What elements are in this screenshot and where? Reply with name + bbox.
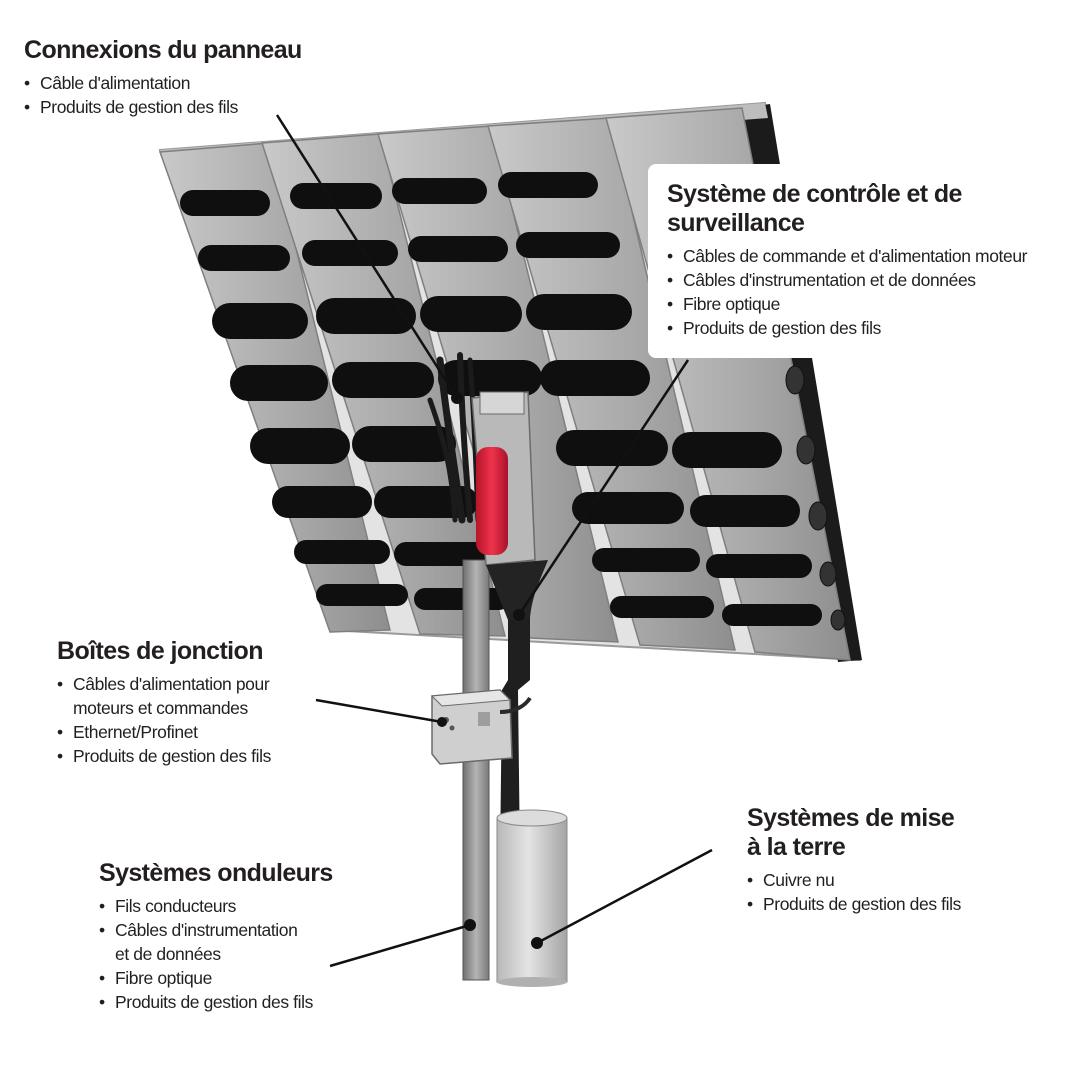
callout-list: Câble d'alimentation Produits de gestion… xyxy=(24,71,302,119)
list-item: Câbles de commande et d'alimentation mot… xyxy=(667,244,1058,268)
list-item: Câble d'alimentation xyxy=(24,71,302,95)
list-item: Produits de gestion des fils xyxy=(747,892,961,916)
list-item: Produits de gestion des fils xyxy=(24,95,302,119)
list-item: Fibre optique xyxy=(667,292,1058,316)
list-item: Ethernet/Profinet xyxy=(57,720,271,744)
junction-box xyxy=(430,689,532,765)
list-item: Produits de gestion des fils xyxy=(667,316,1058,340)
leader-lines xyxy=(275,114,713,968)
callout-title: Système de contrôle et de surveillance xyxy=(667,180,1058,238)
callout-list: Câbles d'alimentation pour moteurs et co… xyxy=(57,672,271,768)
list-item-line: Câbles d'alimentation pour xyxy=(73,674,270,694)
callout-junction-boxes: Boîtes de jonction Câbles d'alimentation… xyxy=(57,637,271,768)
callout-title: Connexions du panneau xyxy=(24,36,302,64)
list-item: Câbles d'instrumentation et de données xyxy=(99,918,333,966)
list-item: Produits de gestion des fils xyxy=(99,990,333,1014)
callout-list: Cuivre nu Produits de gestion des fils xyxy=(747,868,961,916)
callout-title-line: surveillance xyxy=(667,209,805,237)
callout-list: Câbles de commande et d'alimentation mot… xyxy=(667,244,1058,340)
list-item: Fibre optique xyxy=(99,966,333,990)
list-item-line: Câbles d'instrumentation xyxy=(115,920,298,940)
mounting-post xyxy=(462,559,530,981)
ground-pier xyxy=(496,809,568,987)
linear-actuator xyxy=(471,391,548,620)
list-item-line: moteurs et commandes xyxy=(73,698,248,718)
list-item: Câbles d'alimentation pour moteurs et co… xyxy=(57,672,271,720)
list-item-line: et de données xyxy=(115,944,221,964)
list-item: Cuivre nu xyxy=(747,868,961,892)
leader-line-endpoints xyxy=(437,392,543,949)
callout-grounding-systems: Systèmes de mise à la terre Cuivre nu Pr… xyxy=(747,804,961,916)
callout-title: Systèmes onduleurs xyxy=(99,859,333,887)
callout-title-line: Systèmes de mise xyxy=(747,804,955,832)
callout-control-system: Système de contrôle et de surveillance C… xyxy=(648,164,1058,358)
callout-title-line: à la terre xyxy=(747,833,846,861)
callout-panel-connections: Connexions du panneau Câble d'alimentati… xyxy=(24,36,302,119)
callout-inverter-systems: Systèmes onduleurs Fils conducteurs Câbl… xyxy=(99,859,333,1014)
list-item: Câbles d'instrumentation et de données xyxy=(667,268,1058,292)
callout-title-line: Système de contrôle et de xyxy=(667,180,962,208)
callout-list: Fils conducteurs Câbles d'instrumentatio… xyxy=(99,894,333,1014)
callout-title: Systèmes de mise à la terre xyxy=(747,804,961,862)
callout-title: Boîtes de jonction xyxy=(57,637,263,665)
list-item: Fils conducteurs xyxy=(99,894,333,918)
list-item: Produits de gestion des fils xyxy=(57,744,271,768)
